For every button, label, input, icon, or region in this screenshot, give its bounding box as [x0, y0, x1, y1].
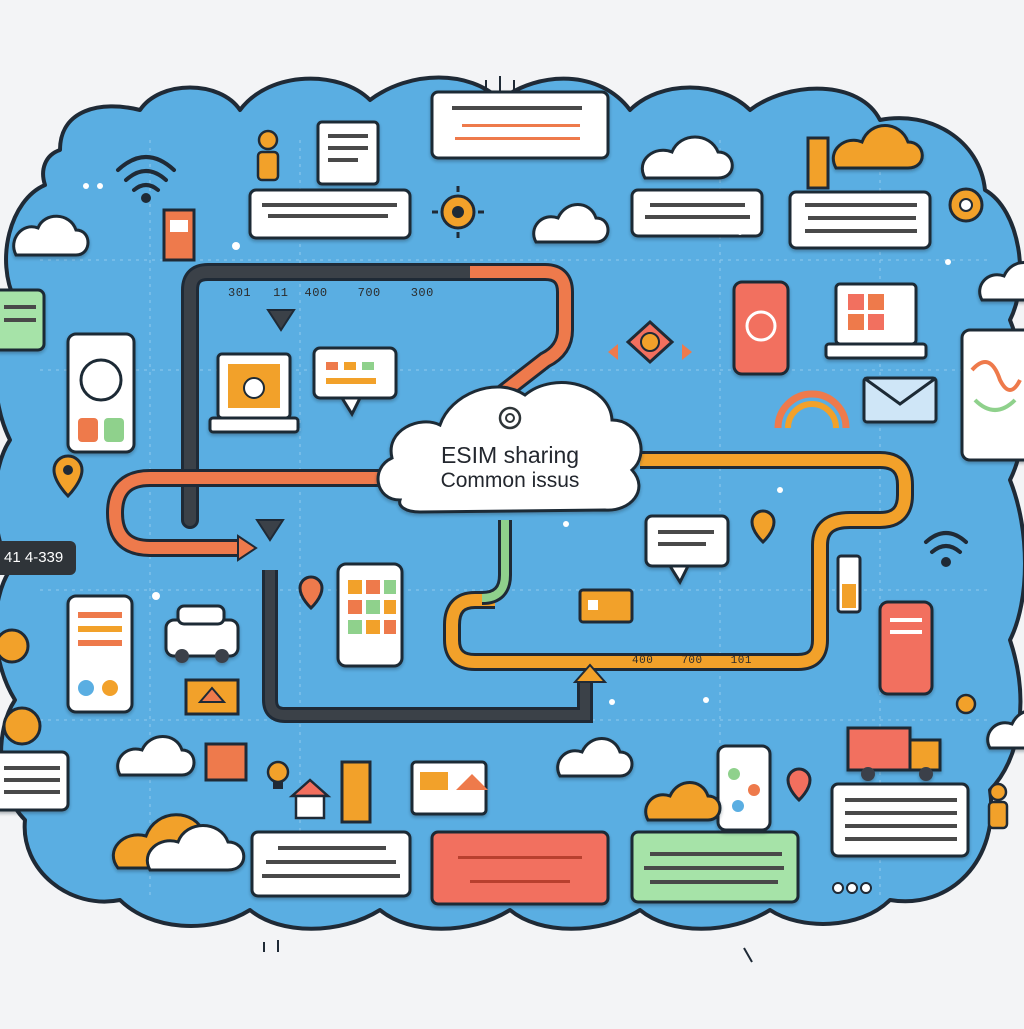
path-tick-label: 101: [730, 655, 752, 667]
callout-box-bottom-left: [250, 830, 412, 898]
cloud-icon: [12, 214, 90, 257]
envelope-icon: [862, 376, 938, 424]
top-path-ticks: 301 11 400 700 300: [228, 286, 434, 300]
truck-icon: [846, 726, 942, 781]
cloud-icon: [978, 261, 1024, 302]
card-icon: [578, 588, 634, 624]
gear-icon: [608, 319, 692, 365]
car-icon: [164, 604, 240, 663]
cloud-icon: [532, 203, 610, 244]
ellipsis-icon: [832, 882, 872, 894]
rainbow-icon: [774, 390, 850, 429]
lightbulb-icon: [266, 760, 290, 789]
green-route: [481, 520, 512, 605]
bottom-path-ticks: 400 700 101: [632, 655, 752, 667]
cloud-icon: [986, 710, 1024, 750]
battery-icon: [836, 554, 862, 614]
callout-box-bottom-red: [430, 830, 610, 906]
map-pin-icon: [750, 509, 776, 545]
callout-box-top-center: [430, 90, 610, 160]
path-tick-label: 11: [273, 286, 289, 300]
laptop-icon: [208, 352, 300, 434]
sun-icon: [0, 628, 977, 746]
gear-icon: [948, 187, 984, 223]
map-pin-icon: [786, 767, 812, 803]
path-tick-label: 700: [681, 655, 703, 667]
callout-box-top-left: [248, 188, 412, 240]
document-icon: [316, 120, 380, 186]
path-tick-label: 301: [228, 286, 252, 300]
cloud-icon: [116, 735, 196, 777]
path-tick-label: 400: [632, 655, 654, 667]
map-pin-icon: [298, 575, 324, 611]
callout-box-left-bottom: [0, 750, 70, 812]
cloud-icon: [644, 781, 722, 822]
tablet-icon: [960, 328, 1024, 462]
laptop-icon: [824, 282, 928, 360]
cloud-icon: [111, 813, 246, 872]
smartphone-icon: [66, 594, 134, 714]
person-icon: [987, 782, 1009, 830]
small-marks: [263, 76, 753, 963]
cloud-icon: [641, 135, 734, 180]
wifi-icon: [116, 155, 176, 203]
smartphone-icon: [336, 562, 404, 668]
orange-block-icon: [204, 136, 830, 824]
hub-cloud: [376, 381, 643, 514]
smartphone-icon: [878, 600, 934, 696]
smartphone-icon: [66, 332, 136, 454]
path-tick-label: 700: [357, 286, 381, 300]
map-pin-icon: [52, 454, 84, 499]
callout-box-bottom-green: [630, 830, 800, 904]
arrow-up-icon: [184, 678, 240, 716]
gear-icon: [432, 186, 484, 238]
smartphone-icon: [716, 744, 772, 832]
bookmark-icon: [162, 208, 196, 262]
chat-bubble-icon: [644, 514, 730, 586]
house-icon: [288, 778, 332, 820]
amber-route: [443, 451, 914, 683]
callout-box-bottom-right: [830, 782, 970, 858]
document-icon: [410, 760, 488, 816]
path-tick-label: 400: [304, 286, 328, 300]
person-icon: [256, 129, 280, 182]
smartphone-icon: [732, 280, 790, 376]
sparkles: [83, 183, 951, 705]
callout-box-top-right: [788, 190, 932, 250]
wifi-icon: [924, 531, 968, 567]
callout-box-left-green: [0, 288, 46, 352]
counter-label: 41 4-339: [0, 541, 76, 575]
chat-bubble-icon: [312, 346, 398, 418]
path-tick-label: 300: [410, 286, 434, 300]
cloud-icon: [832, 124, 924, 170]
cloud-icon: [556, 737, 634, 778]
orange-route: [105, 263, 574, 562]
callout-box-top-mid-right: [630, 188, 764, 238]
dark-route: [181, 263, 593, 723]
